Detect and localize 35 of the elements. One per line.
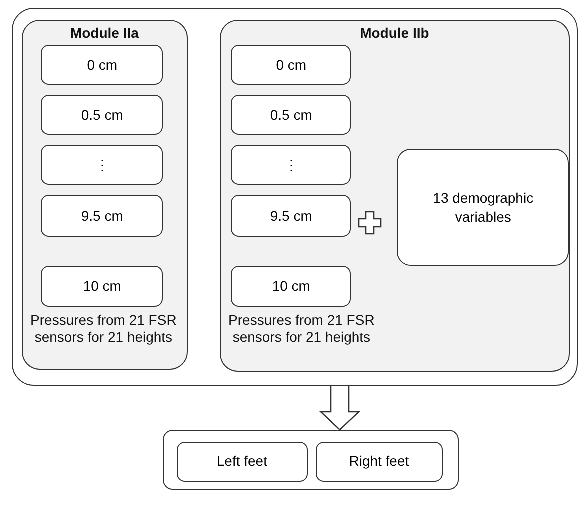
box-label: 13 demographic variables [432, 188, 535, 227]
box-label: 0 cm [86, 56, 119, 75]
label-box [231, 266, 352, 308]
label-box [176, 442, 308, 482]
panel-note: Pressures from 21 FSR sensors for 21 heights [30, 312, 178, 346]
label-box [231, 195, 352, 238]
panel-note: Pressures from 21 FSR sensors for 21 heights [228, 312, 376, 346]
module-panel [22, 20, 188, 370]
box-label: 0.5 cm [80, 106, 124, 125]
output-panel [163, 430, 459, 490]
block-arrow [319, 385, 361, 431]
box-label: ⋮ [283, 156, 300, 175]
box-label: 0.5 cm [269, 106, 314, 125]
box-label: ⋮ [94, 156, 110, 175]
label-box [41, 195, 164, 238]
box-label: 10 cm [82, 277, 122, 296]
label-box [41, 95, 164, 136]
label-box [41, 266, 164, 308]
box-label: 9.5 cm [269, 206, 314, 226]
label-box [41, 45, 164, 86]
panel-heading: Module IIb [359, 24, 430, 41]
box-label: 0 cm [275, 56, 308, 75]
label-box [41, 145, 164, 186]
panel-heading: Module IIa [69, 24, 140, 41]
box-label: 10 cm [271, 277, 312, 296]
box-label: 9.5 cm [80, 206, 124, 226]
label-box [316, 442, 443, 482]
outer-panel [12, 8, 578, 386]
label-box [231, 145, 352, 186]
label-box [231, 95, 352, 136]
label-box [231, 45, 352, 86]
label-box [397, 149, 570, 266]
box-label: Left feet [216, 452, 268, 472]
module-panel [220, 20, 570, 372]
box-label: Right feet [348, 452, 410, 472]
